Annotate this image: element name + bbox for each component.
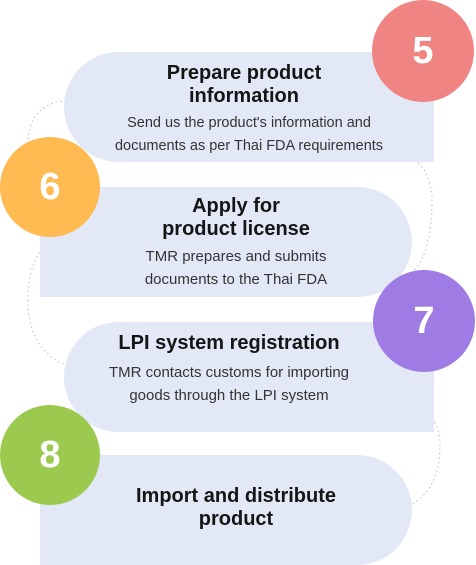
step-7-number: 7	[413, 299, 435, 342]
step-6-number-badge: 6	[0, 137, 100, 237]
step-7-card: LPI system registration TMR contacts cus…	[64, 322, 434, 432]
step-6-description-line1: TMR prepares and submits	[145, 248, 327, 265]
step-5-description-line2: documents as per Thai FDA requirements	[114, 138, 384, 154]
step-7-description: TMR contacts customs for importing goods…	[64, 361, 394, 407]
step-7-title-line1: LPI system registration	[118, 332, 340, 354]
step-5-number: 5	[412, 29, 434, 72]
step-5-card: Prepare product information Send us the …	[64, 52, 434, 162]
step-8-number: 8	[39, 433, 61, 476]
step-8-card: Import and distribute product	[40, 455, 412, 565]
step-6-description: TMR prepares and submits documents to th…	[60, 245, 412, 291]
step-7-title: LPI system registration	[64, 332, 394, 355]
step-6-title: Apply for product license	[60, 195, 412, 241]
step-6-description-line2: documents to the Thai FDA	[144, 271, 328, 288]
step-5-title: Prepare product information	[64, 62, 434, 108]
step-6-title-line2: product license	[162, 218, 310, 240]
step-8-title: Import and distribute product	[60, 485, 412, 531]
step-6-title-line1: Apply for	[192, 195, 280, 217]
step-6-number: 6	[39, 165, 61, 208]
step-5-description-line1: Send us the product's information and	[127, 115, 371, 131]
step-5-description: Send us the product's information and do…	[64, 112, 434, 158]
step-7-description-line1: TMR contacts customs for importing	[108, 364, 350, 381]
step-7-description-line2: goods through the LPI system	[129, 387, 329, 404]
step-5-number-badge: 5	[372, 0, 474, 102]
step-5-title-line1: Prepare product	[166, 62, 322, 84]
step-8-number-badge: 8	[0, 405, 100, 505]
step-6-card: Apply for product license TMR prepares a…	[40, 187, 412, 297]
step-8-title-line2: product	[198, 508, 274, 530]
step-5-title-line2: information	[189, 85, 299, 107]
step-7-number-badge: 7	[373, 270, 475, 372]
step-8-title-line1: Import and distribute	[136, 485, 336, 507]
